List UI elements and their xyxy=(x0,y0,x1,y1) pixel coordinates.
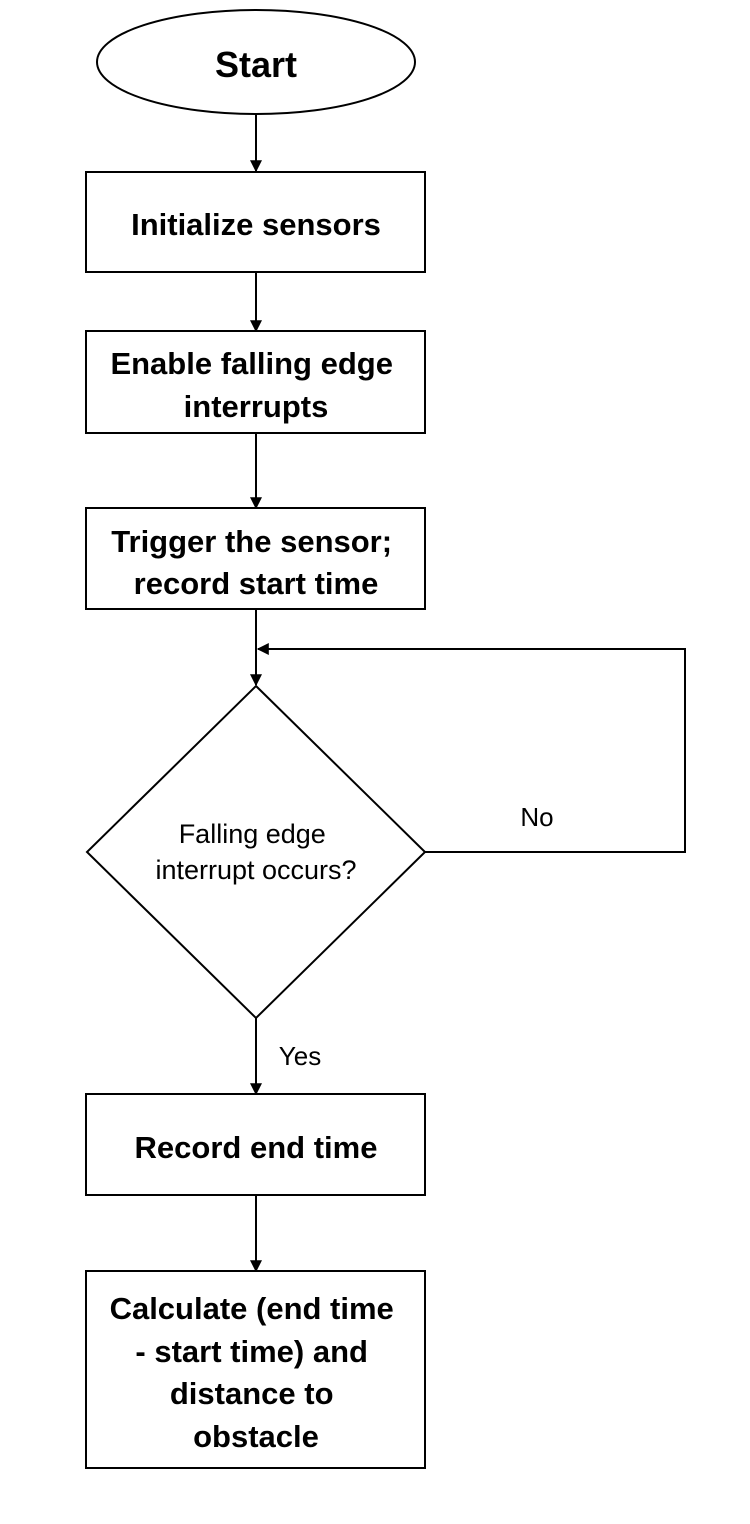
node-record-end-time: Record end time xyxy=(85,1093,426,1196)
record-end-time-line: Record end time xyxy=(135,1130,378,1165)
trigger-sensor-box xyxy=(85,507,426,610)
node-trigger-sensor: Trigger the sensor; record start time xyxy=(85,507,426,610)
edges xyxy=(250,114,686,1273)
node-initialize-sensors: Initialize sensors xyxy=(85,171,426,273)
calculate-distance-line-3: distance to xyxy=(170,1376,334,1411)
calculate-distance-line-4: obstacle xyxy=(193,1419,319,1454)
trigger-sensor-label: Trigger the sensor; record start time xyxy=(111,524,400,601)
initialize-sensors-label: Initialize sensors xyxy=(131,207,381,242)
calculate-distance-box xyxy=(85,1270,426,1469)
enable-interrupts-line-1: Enable falling edge xyxy=(110,346,393,381)
initialize-sensors-box xyxy=(85,171,426,273)
start-ellipse xyxy=(96,9,416,115)
enable-interrupts-label: Enable falling edge interrupts xyxy=(110,346,401,424)
enable-interrupts-line-2: interrupts xyxy=(184,389,329,424)
calculate-distance-label: Calculate (end time - start time) and di… xyxy=(110,1291,403,1454)
calculate-distance-line-2: - start time) and xyxy=(135,1334,368,1369)
enable-interrupts-box xyxy=(85,330,426,434)
decision-line-1: Falling edge xyxy=(179,819,326,849)
edge-label-yes: Yes xyxy=(279,1041,321,1071)
edge-label-no: No xyxy=(520,802,553,832)
record-end-time-box xyxy=(85,1093,426,1196)
trigger-sensor-line-2: record start time xyxy=(134,566,379,601)
initialize-sensors-line: Initialize sensors xyxy=(131,207,381,242)
trigger-sensor-line-1: Trigger the sensor; xyxy=(111,524,392,559)
decision-line-2: interrupt occurs? xyxy=(155,855,356,885)
node-calculate-distance: Calculate (end time - start time) and di… xyxy=(85,1270,426,1469)
decision-diamond xyxy=(85,684,427,1020)
node-enable-interrupts: Enable falling edge interrupts xyxy=(85,330,426,434)
node-start: Start xyxy=(96,9,416,115)
node-decision: Falling edge interrupt occurs? xyxy=(85,684,427,1020)
calculate-distance-line-1: Calculate (end time xyxy=(110,1291,394,1326)
decision-label: Falling edge interrupt occurs? xyxy=(155,819,356,885)
edge-decision-no-loop xyxy=(256,643,686,853)
start-label: Start xyxy=(215,44,297,85)
start-label-line: Start xyxy=(215,44,297,85)
record-end-time-label: Record end time xyxy=(135,1130,378,1165)
